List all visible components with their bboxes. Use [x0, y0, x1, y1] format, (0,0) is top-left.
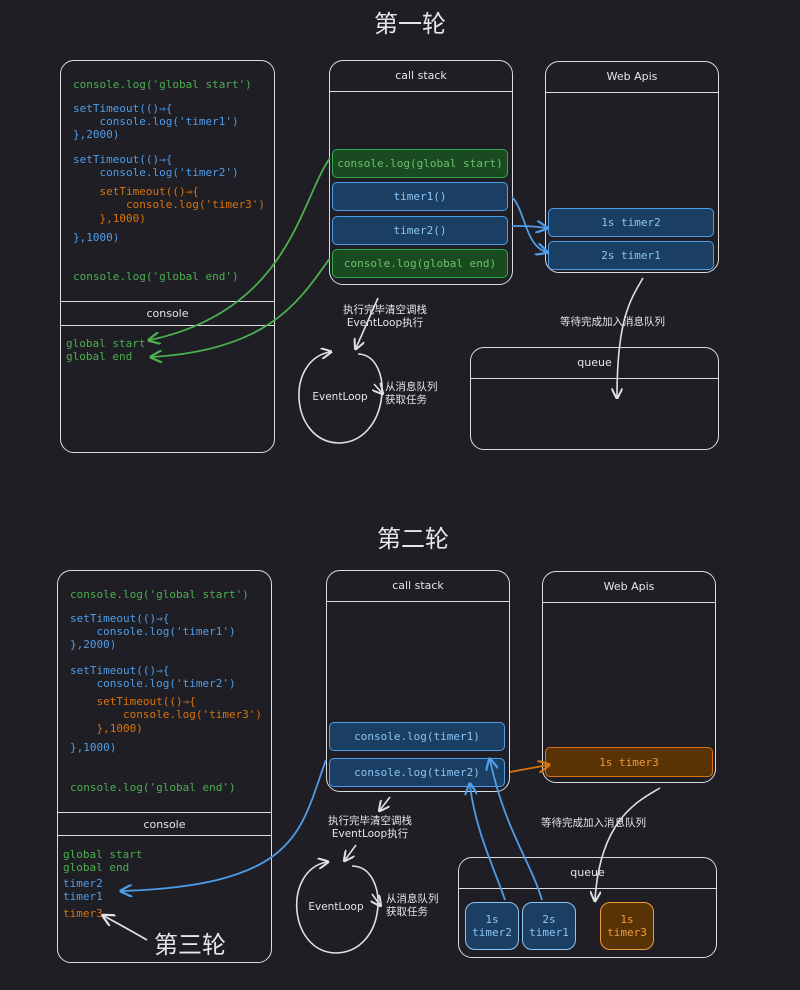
queue-label: queue: [471, 348, 718, 379]
code-line: console.log('global start'): [70, 588, 249, 601]
stack-frame: console.log(global end): [332, 249, 508, 278]
console-label: console: [143, 818, 186, 831]
code-line: },1000): [70, 722, 143, 735]
round1-code-panel: console.log('global start') setTimeout((…: [60, 60, 275, 453]
round1-queue: queue: [470, 347, 719, 450]
stack-frame: timer2(): [332, 216, 508, 245]
code-line: console.log('timer2'): [70, 677, 236, 690]
stack-frame: console.log(global start): [332, 149, 508, 178]
console-output: timer3: [63, 907, 103, 920]
queue-task: 1s timer2: [465, 902, 519, 950]
queue-task-name: timer3: [607, 926, 647, 939]
round1-call-stack: call stack console.log(global start) tim…: [329, 60, 513, 285]
code-line: setTimeout(()⇒{: [73, 102, 173, 115]
web-api-timer: 1s timer2: [548, 208, 714, 237]
queue-task-name: timer2: [472, 926, 512, 939]
call-stack-label: call stack: [327, 571, 509, 602]
stack-frame: console.log(timer1): [329, 722, 505, 751]
web-apis-label: Web Apis: [543, 572, 715, 603]
code-line: console.log('global start'): [73, 78, 252, 91]
round2-call-stack: call stack console.log(timer1) console.l…: [326, 570, 510, 792]
queue-label: queue: [459, 858, 716, 889]
code-line: setTimeout(()⇒{: [70, 612, 170, 625]
stack-frame: timer1(): [332, 182, 508, 211]
code-line: setTimeout(()⇒{: [70, 664, 170, 677]
code-line: },1000): [73, 231, 120, 244]
console-output: global end: [66, 350, 133, 363]
round1-title: 第一轮: [374, 10, 446, 38]
call-stack-label: call stack: [330, 61, 512, 92]
console-label: console: [146, 307, 189, 320]
web-api-timer: 2s timer1: [548, 241, 714, 270]
code-line: setTimeout(()⇒{: [73, 153, 173, 166]
queue-task: 2s timer1: [522, 902, 576, 950]
code-line: },2000): [70, 638, 117, 651]
console-output: global start: [63, 848, 143, 861]
code-line: },1000): [70, 741, 117, 754]
note-stack-clear: 执行完毕清空调栈 EventLoop执行: [343, 304, 427, 329]
note-fetch-task: 从消息队列 获取任务: [385, 381, 438, 406]
code-line: console.log('timer3'): [70, 708, 263, 721]
code-line: setTimeout(()⇒{: [70, 695, 196, 708]
code-line: },2000): [73, 128, 120, 141]
round1-web-apis: Web Apis 1s timer2 2s timer1: [545, 61, 719, 273]
round2-web-apis: Web Apis 1s timer3: [542, 571, 716, 783]
note-wait-queue: 等待完成加入消息队列: [541, 817, 646, 829]
console-output: global start: [66, 337, 146, 350]
code-line: console.log('timer1'): [73, 115, 239, 128]
divider: [58, 812, 271, 813]
console-output: timer1: [63, 890, 103, 903]
console-output: timer2: [63, 877, 103, 890]
web-api-timer: 1s timer3: [545, 747, 713, 777]
queue-task-delay: 1s: [620, 913, 634, 926]
stack-frame: console.log(timer2): [329, 758, 505, 787]
arrow-loop-start: [345, 844, 357, 860]
code-line: console.log('timer2'): [73, 166, 239, 179]
divider: [61, 325, 274, 326]
arrow-timer1-webapi: [511, 196, 546, 252]
round2-code-panel: console.log('global start') setTimeout((…: [57, 570, 272, 963]
round2-queue: queue 1s timer2 2s timer1 1s timer3: [458, 857, 717, 958]
code-line: },1000): [73, 212, 146, 225]
arrow-stack-clear: [380, 796, 391, 810]
event-loop-label: EventLoop: [312, 391, 368, 403]
web-apis-label: Web Apis: [546, 62, 718, 93]
queue-task-name: timer1: [529, 926, 569, 939]
code-line: console.log('timer1'): [70, 625, 236, 638]
queue-task: 1s timer3: [600, 902, 654, 950]
divider: [58, 835, 271, 836]
round2-title: 第二轮: [377, 525, 449, 553]
code-line: setTimeout(()⇒{: [73, 185, 199, 198]
queue-task-delay: 1s: [485, 913, 499, 926]
note-wait-queue: 等待完成加入消息队列: [560, 316, 665, 328]
event-loop-label: EventLoop: [308, 901, 364, 913]
code-line: console.log('timer3'): [73, 198, 266, 211]
divider: [61, 301, 274, 302]
code-line: console.log('global end'): [73, 270, 239, 283]
console-output: global end: [63, 861, 130, 874]
arrow-timer2-webapi: [511, 226, 546, 228]
queue-task-delay: 2s: [542, 913, 556, 926]
code-line: console.log('global end'): [70, 781, 236, 794]
note-fetch-task: 从消息队列 获取任务: [386, 893, 439, 918]
note-stack-clear: 执行完毕清空调栈 EventLoop执行: [328, 815, 412, 840]
round3-title: 第三轮: [154, 931, 226, 959]
